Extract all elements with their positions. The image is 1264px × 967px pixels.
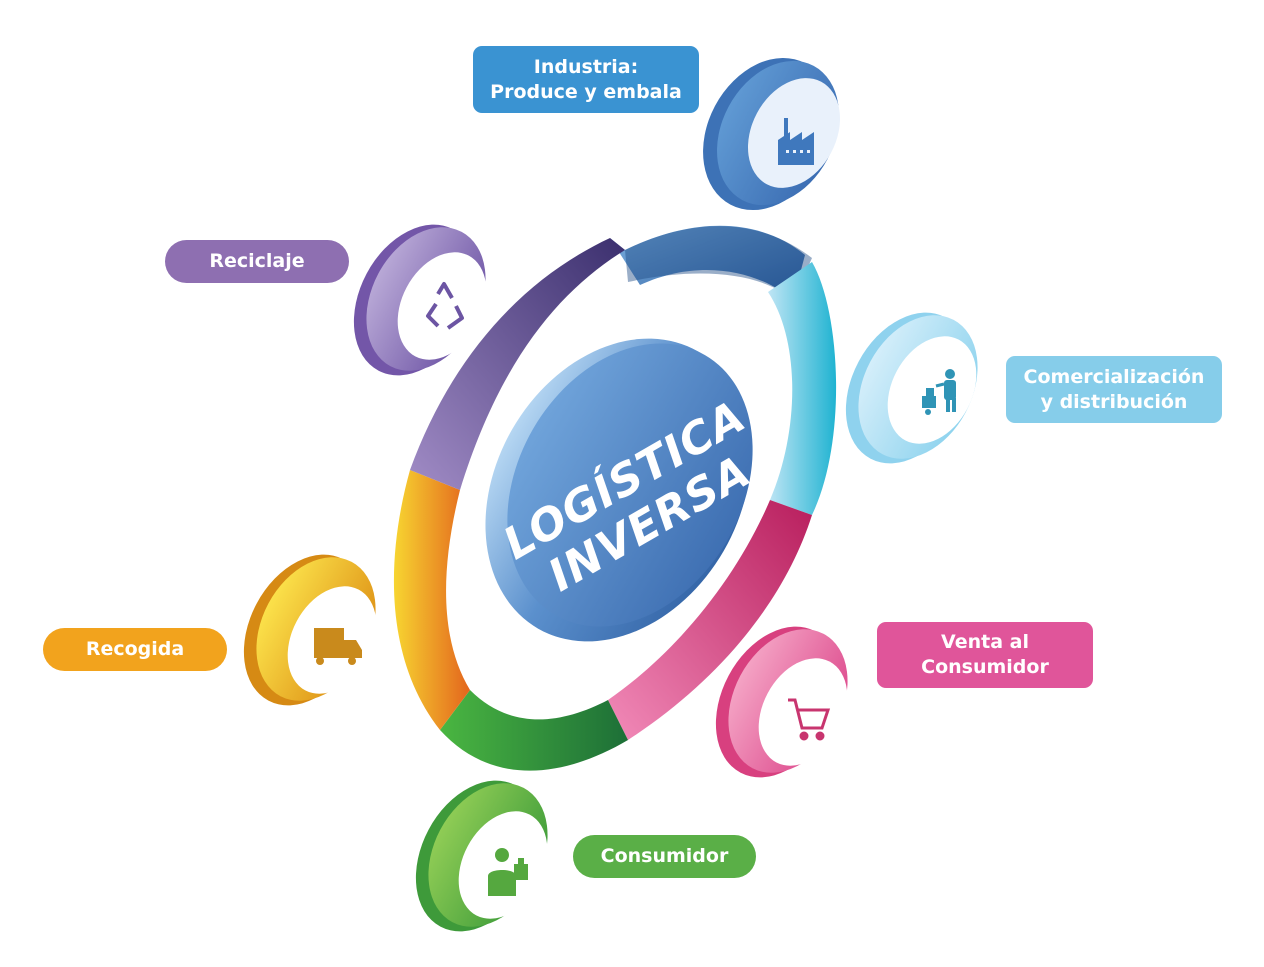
ring-segment-venta (608, 500, 812, 740)
stage-disc-consumidor (415, 780, 548, 932)
ring-segment-reciclaje (410, 238, 625, 490)
ring-segment-consumidor (440, 690, 628, 771)
stage-label-consumidor: Consumidor (573, 835, 756, 878)
stage-label-recogida-line1: Recogida (85, 638, 185, 660)
stage-label-venta-line1: Venta al (941, 631, 1029, 653)
stage-label-reciclaje-line1: Reciclaje (209, 250, 305, 272)
stage-disc-comercializacion (845, 312, 978, 464)
stage-label-venta: Venta al Consumidor (877, 622, 1093, 688)
stage-label-industria: Industria: Produce y embala (473, 46, 699, 113)
center-disc: LOGÍSTICA INVERSA (485, 338, 759, 642)
cycle-ring (393, 225, 837, 771)
stage-disc-industria (703, 57, 841, 211)
recycle-icon (426, 282, 464, 330)
stage-label-comercializacion: Comercialización y distribución (1006, 356, 1222, 423)
stage-disc-recogida (243, 554, 377, 706)
stage-disc-venta (715, 626, 848, 778)
ring-segment-comercializacion (768, 262, 837, 515)
truck-icon (314, 628, 362, 665)
shopping-cart-icon (788, 698, 831, 741)
ring-segment-industria (610, 225, 805, 300)
stage-label-consumidor-line1: Consumidor (600, 845, 729, 867)
factory-icon (778, 118, 814, 165)
hand-truck-worker-icon (922, 369, 956, 415)
stage-label-comercializacion-line2: y distribución (1040, 390, 1188, 413)
person-with-bags-icon (488, 848, 528, 896)
stage-label-comercializacion-line1: Comercialización (1023, 365, 1205, 388)
stage-label-venta-line2: Consumidor (921, 656, 1049, 678)
stage-label-industria-line2: Produce y embala (490, 80, 682, 103)
ring-segment-recogida (393, 470, 470, 730)
stage-label-reciclaje: Reciclaje (165, 240, 349, 283)
stage-label-recogida: Recogida (43, 628, 227, 671)
stage-disc-reciclaje (353, 224, 487, 376)
stage-label-industria-line1: Industria: (533, 55, 639, 78)
